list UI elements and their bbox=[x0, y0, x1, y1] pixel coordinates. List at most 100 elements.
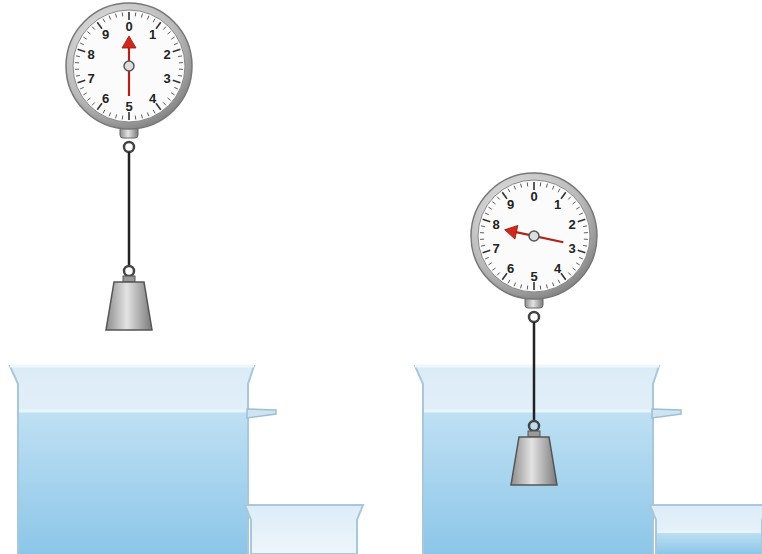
dial-number: 2 bbox=[163, 47, 170, 60]
tick bbox=[558, 189, 560, 193]
beaker bbox=[10, 366, 276, 554]
needle-pivot bbox=[124, 61, 134, 71]
tick bbox=[87, 32, 90, 35]
tick bbox=[178, 55, 182, 57]
chain-link bbox=[529, 312, 539, 322]
dial-number: 8 bbox=[87, 47, 94, 60]
overflow-water bbox=[657, 532, 761, 554]
tick bbox=[179, 69, 183, 70]
tick bbox=[583, 245, 587, 247]
tick bbox=[109, 16, 110, 20]
tick bbox=[76, 55, 80, 57]
dial-number: 5 bbox=[125, 100, 132, 113]
tick bbox=[502, 192, 507, 198]
tick bbox=[508, 280, 510, 284]
tick bbox=[481, 225, 485, 227]
tick bbox=[156, 22, 161, 28]
beaker bbox=[415, 366, 681, 554]
tick bbox=[514, 186, 515, 190]
dial-number: 0 bbox=[530, 190, 537, 203]
string bbox=[128, 152, 131, 266]
dial-number: 1 bbox=[554, 197, 561, 210]
tick bbox=[141, 114, 143, 118]
tick bbox=[97, 103, 102, 109]
tick bbox=[497, 197, 500, 200]
needle-head bbox=[505, 225, 518, 239]
tick bbox=[83, 37, 86, 39]
spring-scale bbox=[66, 3, 192, 330]
tick bbox=[540, 182, 542, 186]
tick bbox=[173, 80, 181, 82]
tick bbox=[546, 284, 548, 288]
tick bbox=[552, 186, 553, 190]
tick bbox=[561, 273, 566, 279]
tick bbox=[583, 225, 587, 227]
dish-glass bbox=[650, 505, 762, 554]
tick bbox=[533, 282, 535, 290]
tick bbox=[514, 282, 515, 286]
tick bbox=[122, 116, 124, 120]
tick bbox=[578, 250, 586, 252]
dial-number: 3 bbox=[163, 72, 170, 85]
dial-number: 6 bbox=[102, 92, 109, 105]
tick bbox=[552, 282, 553, 286]
tick bbox=[115, 14, 117, 18]
tick bbox=[179, 62, 183, 63]
tick bbox=[561, 192, 566, 198]
dial-number: 9 bbox=[507, 197, 514, 210]
tick bbox=[174, 43, 178, 45]
tick bbox=[178, 75, 182, 77]
tick bbox=[171, 37, 174, 39]
tick bbox=[147, 16, 148, 20]
tick bbox=[75, 69, 79, 70]
tick bbox=[483, 219, 491, 221]
tick bbox=[153, 19, 155, 23]
tick bbox=[153, 110, 155, 114]
tick bbox=[520, 284, 522, 288]
tick bbox=[174, 87, 178, 89]
tick bbox=[168, 32, 171, 35]
tick bbox=[135, 116, 137, 120]
tick bbox=[78, 49, 86, 51]
tick bbox=[488, 207, 491, 209]
tick bbox=[168, 98, 171, 101]
tick bbox=[576, 207, 579, 209]
tick bbox=[135, 12, 137, 16]
tick bbox=[173, 49, 181, 51]
tick bbox=[163, 27, 166, 30]
chain-link bbox=[124, 142, 134, 152]
needle-pivot bbox=[529, 231, 539, 241]
tick bbox=[78, 80, 86, 82]
dish-glass bbox=[245, 505, 363, 554]
spout bbox=[247, 409, 276, 418]
tick bbox=[163, 102, 166, 105]
tick bbox=[147, 112, 148, 116]
spout bbox=[652, 409, 681, 418]
water-surface bbox=[19, 410, 247, 413]
tick bbox=[122, 12, 124, 16]
weight-knob bbox=[123, 276, 135, 282]
tick bbox=[87, 98, 90, 101]
rim bbox=[415, 365, 659, 368]
tick bbox=[128, 112, 130, 120]
tick bbox=[103, 110, 105, 114]
tick bbox=[508, 189, 510, 193]
tick bbox=[480, 239, 484, 240]
water bbox=[19, 411, 247, 554]
dial-face bbox=[73, 10, 185, 122]
needle-head bbox=[122, 36, 136, 48]
catch-dish bbox=[245, 505, 363, 554]
tick bbox=[502, 273, 507, 279]
tick bbox=[109, 112, 110, 116]
tick bbox=[480, 232, 484, 233]
tick bbox=[573, 268, 576, 271]
tick bbox=[540, 286, 542, 290]
tick bbox=[156, 103, 161, 109]
hook-ring bbox=[124, 266, 134, 276]
tick bbox=[488, 263, 491, 265]
dial-ring bbox=[66, 3, 192, 129]
tick bbox=[492, 202, 495, 205]
dial-number: 7 bbox=[87, 72, 94, 85]
